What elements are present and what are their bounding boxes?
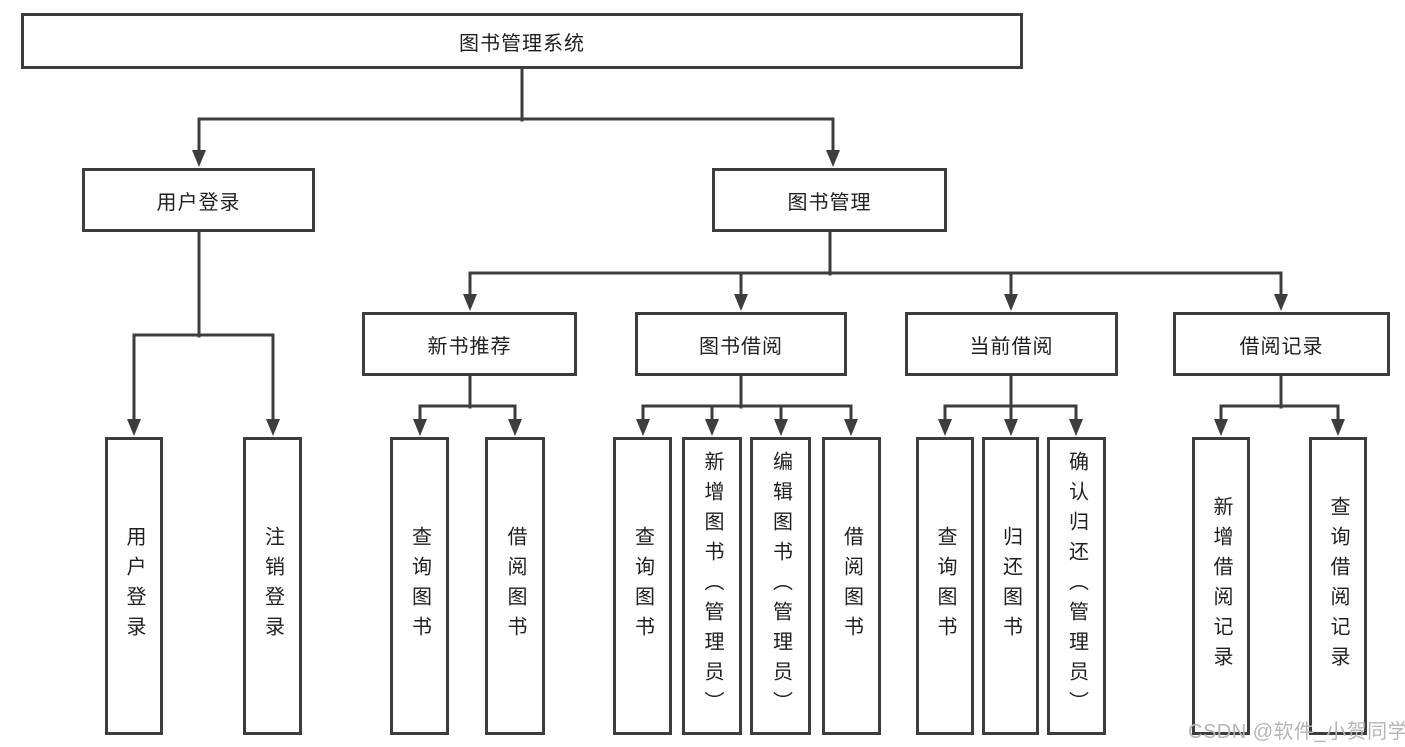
- leaf-add-books-admin: 新增图书（管理员）: [682, 437, 742, 735]
- node-label: 查询图书: [934, 526, 956, 646]
- node-label: 查询图书: [408, 526, 431, 646]
- arrowhead-icon: [127, 419, 141, 436]
- leaf-query-borrow-record: 查询借阅记录: [1309, 437, 1367, 735]
- node-label: 新增借阅记录: [1210, 496, 1232, 676]
- arrowhead-icon: [1331, 419, 1345, 436]
- node-user-login: 用户登录: [82, 168, 315, 232]
- arrowhead-icon: [636, 419, 650, 436]
- leaf-user-login: 用户登录: [105, 437, 163, 735]
- arrowhead-icon: [413, 419, 427, 436]
- arrowhead-icon: [774, 419, 788, 436]
- node-label: 注销登录: [261, 526, 284, 646]
- node-label: 新书推荐: [427, 335, 512, 358]
- node-current-borrow: 当前借阅: [905, 312, 1118, 376]
- node-book-borrow: 图书借阅: [635, 312, 847, 376]
- node-label: 借阅图书: [504, 526, 526, 646]
- arrowhead-icon: [266, 419, 280, 436]
- arrowhead-icon: [734, 294, 748, 311]
- connector-path: [132, 67, 1340, 423]
- arrowhead-icon: [508, 419, 522, 436]
- arrowhead-icon: [1004, 294, 1018, 311]
- leaf-edit-books-admin: 编辑图书（管理员）: [750, 437, 811, 735]
- node-label: 当前借阅: [969, 335, 1054, 358]
- arrowhead-icon: [705, 419, 719, 436]
- leaf-query-books-current: 查询图书: [916, 437, 974, 735]
- node-label: 借阅图书: [840, 526, 863, 646]
- arrowhead-icon: [1214, 419, 1228, 436]
- node-new-book-recommend: 新书推荐: [362, 312, 577, 376]
- arrowhead-icon: [1004, 419, 1018, 436]
- csdn-watermark: CSDN @软件_小贺同学: [1188, 721, 1405, 743]
- node-label: 图书管理: [787, 191, 872, 214]
- node-label: 用户登录: [156, 191, 241, 214]
- node-label: 查询借阅记录: [1327, 496, 1349, 676]
- arrowhead-icon: [826, 150, 840, 167]
- node-label: 归还图书: [999, 526, 1022, 646]
- arrowhead-icon: [844, 419, 858, 436]
- node-label: 查询图书: [631, 526, 654, 646]
- leaf-borrow-books-recommend: 借阅图书: [485, 437, 545, 735]
- node-book-management: 图书管理: [712, 168, 947, 232]
- leaf-logout-login: 注销登录: [243, 437, 302, 735]
- arrowhead-icon: [938, 419, 952, 436]
- leaf-query-books-borrow: 查询图书: [613, 437, 672, 735]
- leaf-add-borrow-record: 新增借阅记录: [1192, 437, 1250, 735]
- arrowhead-icon: [463, 294, 477, 311]
- node-label: 用户登录: [123, 526, 145, 646]
- node-label: 图书管理系统: [459, 32, 585, 55]
- node-label: 新增图书（管理员）: [701, 451, 723, 721]
- node-library-management-system: 图书管理系统: [21, 13, 1023, 69]
- arrowhead-icon: [1069, 419, 1083, 436]
- arrowhead-icon: [192, 150, 206, 167]
- leaf-borrow-books-borrow: 借阅图书: [822, 437, 881, 735]
- leaf-return-books: 归还图书: [982, 437, 1039, 735]
- arrowhead-icon: [1274, 294, 1288, 311]
- node-label: 编辑图书（管理员）: [769, 451, 792, 721]
- leaf-query-books-recommend: 查询图书: [390, 437, 449, 735]
- leaf-confirm-return-admin: 确认归还（管理员）: [1047, 437, 1106, 735]
- node-label: 确认归还（管理员）: [1065, 451, 1088, 721]
- node-label: 借阅记录: [1239, 335, 1324, 358]
- node-borrow-records: 借阅记录: [1173, 312, 1390, 376]
- node-label: 图书借阅: [699, 335, 783, 358]
